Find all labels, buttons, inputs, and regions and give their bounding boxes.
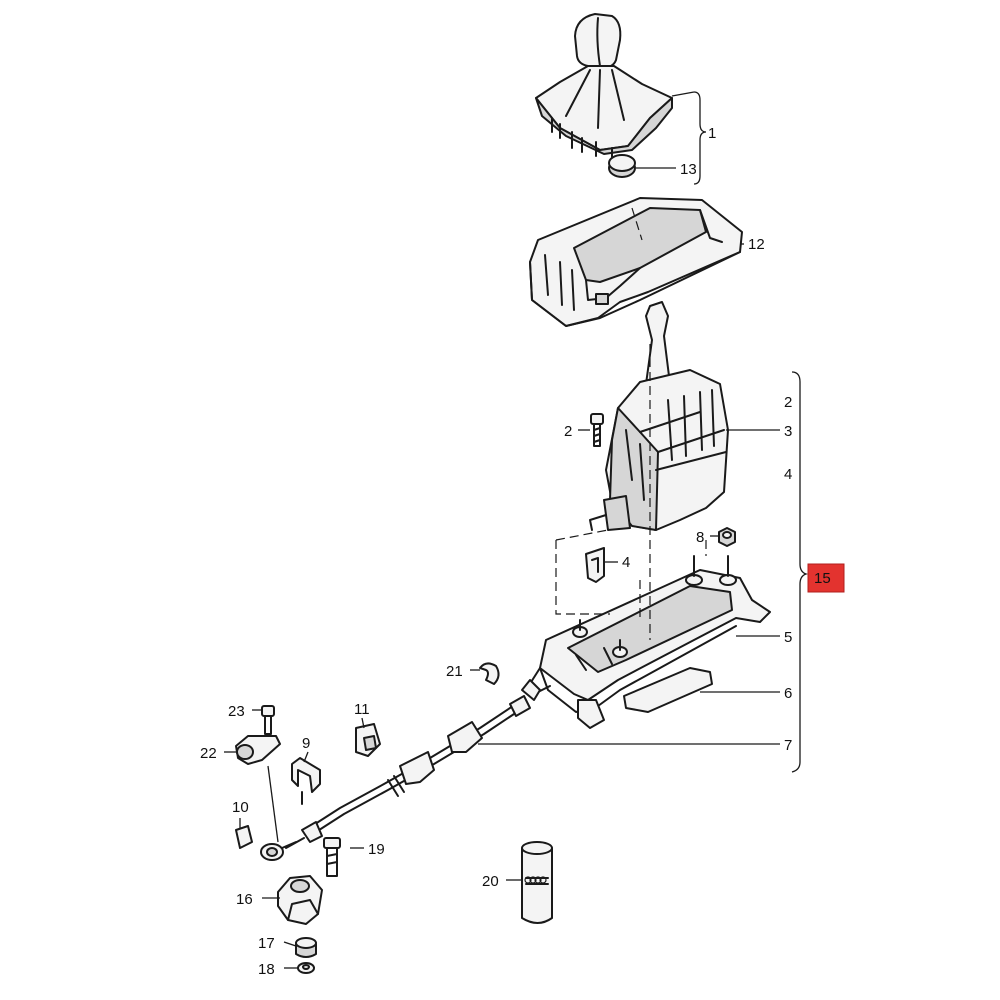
callout-2-right: 2 [784, 394, 792, 411]
gasket-6 [623, 667, 713, 713]
shift-mechanism-housing [589, 301, 729, 531]
callout-3: 3 [784, 423, 792, 440]
bracket-clip-9 [291, 757, 321, 805]
console-trim-frame [529, 197, 743, 327]
callout-labels: 1 13 12 2 2 3 4 8 4 15 5 21 6 11 23 9 7 … [200, 125, 831, 978]
callout-22: 22 [200, 745, 217, 762]
bolt-23 [261, 705, 275, 735]
clip-11 [355, 723, 381, 757]
callout-21: 21 [446, 663, 463, 680]
grouping-brackets [693, 91, 809, 773]
callout-12: 12 [748, 236, 765, 253]
assembly-lines [555, 207, 707, 640]
callout-23: 23 [228, 703, 245, 720]
highlight-box-15 [807, 563, 845, 593]
grease-tube-20 [521, 841, 553, 924]
callout-6: 6 [784, 685, 792, 702]
callout-9: 9 [302, 735, 310, 752]
retaining-ring [608, 154, 636, 178]
callout-11: 11 [354, 701, 370, 718]
callout-19: 19 [368, 841, 385, 858]
callout-10: 10 [232, 799, 249, 816]
callout-7: 7 [784, 737, 792, 754]
bolt-19 [323, 837, 341, 877]
callout-16: 16 [236, 891, 253, 908]
callout-1: 1 [708, 125, 716, 142]
audi-rings-logo [524, 876, 547, 884]
bushing-17 [295, 937, 317, 958]
callout-18: 18 [258, 961, 275, 978]
callout-2-left: 2 [564, 423, 572, 440]
callout-4-right: 4 [784, 466, 792, 483]
callout-20: 20 [482, 873, 499, 890]
gear-knob-boot [535, 13, 673, 159]
bracket-16 [277, 875, 323, 925]
callout-4-left: 4 [622, 554, 630, 571]
clip-21 [479, 662, 500, 685]
washer-18 [297, 962, 315, 974]
bolt-2 [590, 413, 604, 447]
nut-8 [718, 527, 736, 547]
cable-end-eyelet [260, 841, 297, 861]
callout-17: 17 [258, 935, 275, 952]
callout-13: 13 [680, 161, 697, 178]
callout-8: 8 [696, 529, 704, 546]
callout-5: 5 [784, 629, 792, 646]
shift-cable [285, 695, 531, 849]
callout-15: 15 [814, 570, 831, 587]
clip-10 [235, 825, 253, 849]
leader-lines [224, 91, 780, 969]
spring-clip-4 [585, 547, 605, 583]
lever-arm-22 [235, 735, 281, 765]
